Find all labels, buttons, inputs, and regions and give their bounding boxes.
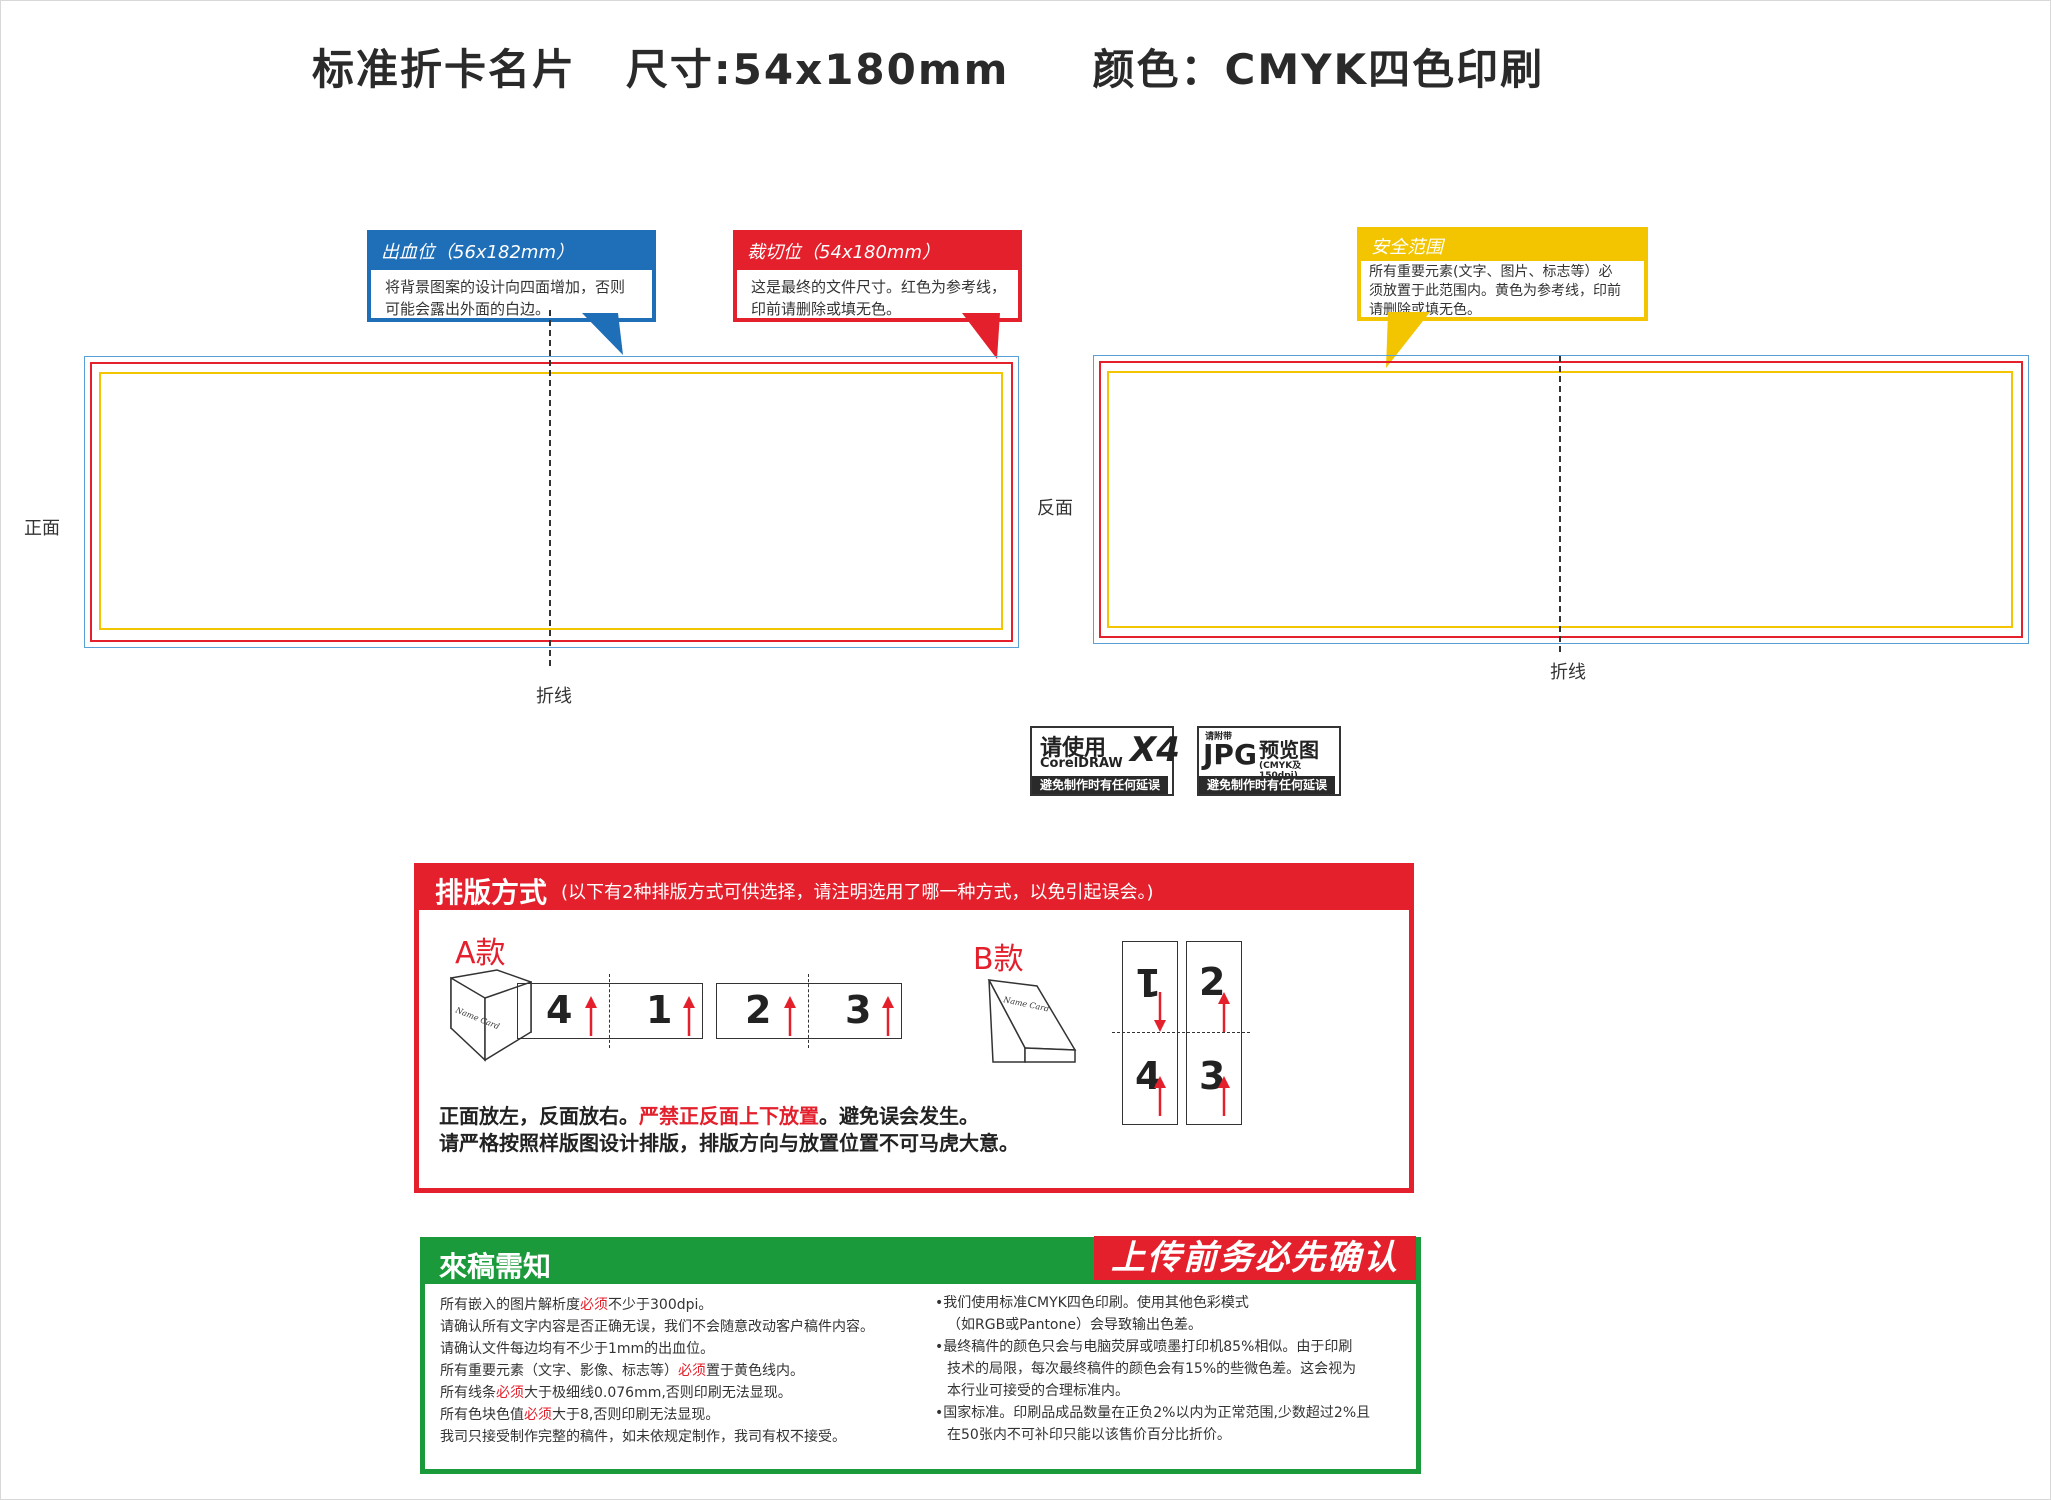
safe-area-callout-pointer (1386, 312, 1430, 368)
notice-left-item: 我司只接受制作完整的稿件，如未依规定制作，我司有权不接受。 (440, 1429, 846, 1445)
back-trim-line (1099, 361, 2023, 638)
style-a-layout-1: 4 1 (517, 974, 703, 1048)
style-b-layout-2: 2 3 (1186, 941, 1242, 1125)
safe-area-callout-line: 须放置于此范围内。黄色为参考线，印前 (1369, 283, 1621, 299)
safe-area-callout-line: 所有重要元素(文字、图片、标志等）必 (1369, 264, 1613, 280)
notice-right-line: 本行业可接受的合理标准内。 (947, 1383, 1129, 1399)
jpg-badge-footer: 避免制作时有任何延误 (1199, 776, 1335, 794)
back-label: 反面 (1037, 498, 1073, 519)
back-bleed-line (1093, 355, 2029, 644)
front-bleed-line (84, 356, 1019, 648)
trim-callout: 裁切位（54x180mm） 这是最终的文件尺寸。红色为参考线， 印前请删除或填无… (733, 230, 1022, 322)
panel-number: 4 (1135, 1054, 1162, 1098)
front-trim-line (90, 362, 1013, 642)
down-arrow-icon (1154, 992, 1166, 1032)
panel-number: 4 (546, 988, 573, 1032)
notice-right-line: （如RGB或Pantone）会导致输出色差。 (947, 1317, 1202, 1333)
layout-note-2: 请严格按照样版图设计排版，排版方向与放置位置不可马虎大意。 (439, 1131, 1019, 1155)
page-title: 标准折卡名片 尺寸:54x180mm 颜色：CMYK四色印刷 (312, 45, 1545, 94)
up-arrow-icon (1218, 992, 1230, 1032)
up-arrow-icon (1154, 1076, 1166, 1116)
style-b-fold-line (1112, 1032, 1250, 1033)
jpg-badge-line1: 预览图 (1259, 738, 1319, 762)
style-b-layout-1: 1 4 (1122, 941, 1178, 1125)
up-arrow-icon (1218, 1076, 1230, 1116)
back-fold-label: 折线 (1550, 662, 1586, 683)
style-a-layout-2: 2 3 (716, 974, 902, 1048)
jpg-preview-badge: 请附带 JPG 预览图 (CMYK及150dpi) 避免制作时有任何延误 (1197, 726, 1341, 796)
notice-right-list: •我们使用标准CMYK四色印刷。使用其他色彩模式 （如RGB或Pantone）会… (935, 1292, 1370, 1446)
panel-number: 3 (845, 988, 872, 1032)
style-b-card-illustration: Name Card (987, 979, 1077, 1063)
layout-panel: 排版方式 (以下有2种排版方式可供选择，请注明选用了哪一种方式，以免引起误会。)… (414, 863, 1414, 1193)
panel-number: 1 (646, 988, 673, 1032)
layout-subheading: (以下有2种排版方式可供选择，请注明选用了哪一种方式，以免引起误会。) (561, 882, 1154, 903)
notice-right-line: •国家标准。印刷品成品数量在正负2%以内为正常范围,少数超过2%且 (935, 1405, 1371, 1421)
notice-left-item: 请确认所有文字内容是否正确无误，我们不会随意改动客户稿件内容。 (440, 1319, 874, 1335)
trim-callout-title: 裁切位（54x180mm） (737, 234, 1018, 270)
trim-callout-pointer (962, 313, 1000, 359)
submission-notice-panel: 來稿需知 上传前务必先确认 所有嵌入的图片解析度必须不少于300dpi。 请确认… (420, 1236, 1421, 1474)
confirm-before-upload-banner: 上传前务必先确认 (1094, 1236, 1416, 1280)
coreldraw-badge-line2: CorelDRAW (1040, 756, 1123, 771)
up-arrow-icon (784, 996, 796, 1036)
front-safe-line (99, 372, 1003, 630)
up-arrow-icon (683, 996, 695, 1036)
jpg-badge-big: JPG (1203, 738, 1257, 771)
notice-right-line: 在50张内不可补印只能以该售价百分比折价。 (947, 1427, 1231, 1443)
coreldraw-badge-version: X4 (1130, 730, 1180, 770)
front-label: 正面 (24, 518, 60, 539)
style-a-label: A款 (455, 936, 506, 971)
up-arrow-icon (585, 996, 597, 1036)
bleed-callout-line: 可能会露出外面的白边。 (385, 300, 551, 318)
layout-heading: 排版方式 (435, 876, 548, 909)
notice-heading: 來稿需知 (439, 1250, 552, 1283)
bleed-callout-title: 出血位（56x182mm） (371, 234, 652, 270)
bleed-callout: 出血位（56x182mm） 将背景图案的设计向四面增加，否则 可能会露出外面的白… (367, 230, 656, 322)
bleed-callout-pointer (582, 313, 623, 355)
safe-area-callout: 安全范围 所有重要元素(文字、图片、标志等）必 须放置于此范围内。黄色为参考线，… (1357, 227, 1648, 321)
notice-left-item: 所有色块色值必须大于8,否则印刷无法显现。 (440, 1407, 720, 1423)
style-a-card-illustration: Name Card (450, 969, 532, 1062)
coreldraw-badge-line1: 请使用 (1040, 736, 1107, 761)
panel-number: 2 (745, 988, 772, 1032)
style-b-label: B款 (973, 942, 1024, 977)
notice-left-item: 所有嵌入的图片解析度必须不少于300dpi。 (440, 1297, 713, 1313)
up-arrow-icon (882, 996, 894, 1036)
front-fold-label: 折线 (536, 686, 572, 707)
notice-left-item: 所有重要元素（文字、影像、标志等）必须置于黄色线内。 (440, 1363, 804, 1379)
coreldraw-badge-footer: 避免制作时有任何延误 (1032, 776, 1168, 794)
safe-area-callout-title: 安全范围 (1361, 231, 1644, 261)
notice-left-item: 所有线条必须大于极细线0.076mm,否则印刷无法显现。 (440, 1385, 792, 1401)
panel-number: 3 (1199, 1054, 1226, 1098)
notice-left-item: 请确认文件每边均有不少于1mm的出血位。 (440, 1341, 715, 1357)
back-fold-line (1559, 356, 1561, 652)
jpg-badge-small: 请附带 (1205, 732, 1233, 742)
notice-left-list: 所有嵌入的图片解析度必须不少于300dpi。 请确认所有文字内容是否正确无误，我… (440, 1294, 874, 1448)
coreldraw-badge: 请使用 CorelDRAW X4 避免制作时有任何延误 (1030, 726, 1180, 796)
notice-right-line: •最终稿件的颜色只会与电脑荧屏或喷墨打印机85%相似。由于印刷 (935, 1339, 1353, 1355)
front-fold-line (549, 310, 551, 666)
notice-right-line: •我们使用标准CMYK四色印刷。使用其他色彩模式 (935, 1295, 1249, 1311)
notice-right-line: 技术的局限，每次最终稿件的颜色会有15%的些微色差。这会视为 (947, 1361, 1357, 1377)
bleed-callout-line: 将背景图案的设计向四面增加，否则 (385, 278, 626, 296)
panel-number: 2 (1199, 960, 1226, 1004)
layout-note-1: 正面放左，反面放右。严禁正反面上下放置。避免误会发生。 (439, 1104, 979, 1128)
trim-callout-line: 印前请删除或填无色。 (751, 300, 902, 318)
trim-callout-line: 这是最终的文件尺寸。红色为参考线， (751, 278, 1007, 296)
